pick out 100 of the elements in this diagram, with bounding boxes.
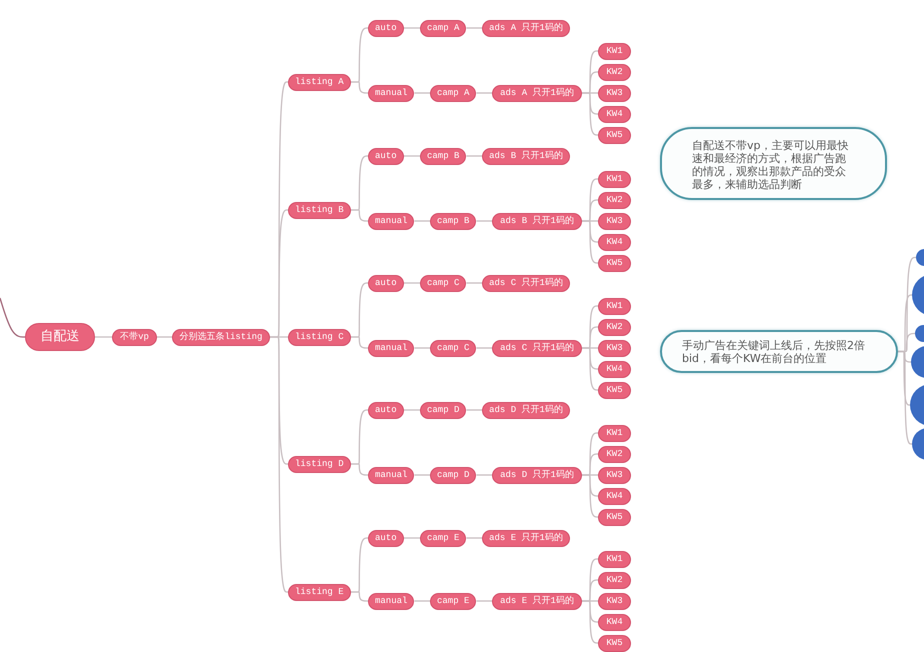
topic-node: listing C [288,328,351,346]
connector-line [466,282,482,284]
topic-node: camp D [420,402,466,418]
topic-node: KW3 [598,466,631,484]
topic-node: ads A 只开1码的 [482,20,570,36]
topic-node: KW2 [598,446,631,462]
connector-line [476,474,492,476]
topic-node: ads A 只开1码的 [492,84,582,102]
connector-line [0,298,25,338]
topic-node: KW3 [598,592,631,610]
topic-node: KW4 [598,614,631,630]
topic-node: camp A [430,84,476,102]
connector-line [582,474,598,518]
note-callout: 自配送不带vp，主要可以用最快速和最经济的方式，根据广告跑的情况，观察出那款产品的受众最多，来辅助选品判断 [660,127,887,200]
connector-line [350,336,368,349]
topic-node: KW4 [598,360,631,378]
connector-line [466,409,482,411]
topic-node: ads D 只开1码的 [482,402,570,418]
topic-node: camp C [420,274,466,292]
note-callout: 手动广告在关键词上线后，先按照2倍bid，看每个KW在前台的位置 [660,330,898,373]
topic-node: KW1 [598,550,631,568]
topic-node: camp E [420,530,466,546]
topic-node: KW3 [598,340,631,356]
topic-node: KW4 [598,234,631,250]
connector-line [404,27,420,29]
topic-node: manual [368,592,414,610]
connector-line [476,347,492,349]
connector-line [350,209,368,222]
topic-node: auto [368,530,404,546]
topic-node: KW5 [598,508,631,526]
topic-node: auto [368,20,404,36]
connector-line [898,350,912,445]
topic-node: manual [368,340,414,356]
connector-line [95,336,112,338]
topic-node: KW1 [598,42,631,60]
topic-node: KW2 [598,572,631,588]
topic-node: camp B [420,148,466,164]
topic-node: KW5 [598,382,631,398]
topic-node: KW5 [598,126,631,144]
connector-line [404,409,420,411]
topic-node: KW2 [598,192,631,208]
connector-line [157,336,172,338]
connector-line [582,600,598,644]
connector-line [414,92,430,94]
topic-node: ads C 只开1码的 [482,274,570,292]
connector-line [582,220,598,264]
connector-line [350,591,368,602]
topic-node: ads C 只开1码的 [492,340,582,356]
connector-line [466,537,482,539]
topic-node: manual [368,212,414,230]
topic-node: listing A [288,74,351,90]
topic-node: KW1 [598,424,631,442]
topic-node: KW4 [598,488,631,504]
topic-node: manual [368,84,414,102]
topic-node: camp E [430,592,476,610]
topic-node: ads E 只开1码的 [492,592,582,610]
topic-node: listing D [288,456,351,472]
topic-node: KW5 [598,254,631,272]
topic-node: ads E 只开1码的 [482,530,570,546]
topic-node: ads B 只开1码的 [492,212,582,230]
topic-node: ads D 只开1码的 [492,466,582,484]
topic-node: 不带vp [112,328,157,346]
topic-node: camp A [420,20,466,36]
connector-line [466,27,482,29]
connector-line [404,282,420,284]
connector-line [404,155,420,157]
connector-line [466,155,482,157]
connector-line [270,336,288,593]
topic-node: camp B [430,212,476,230]
topic-node: KW3 [598,212,631,230]
topic-node: manual [368,466,414,484]
topic-node: KW1 [598,298,631,314]
topic-node: auto [368,402,404,418]
connector-line [414,220,430,222]
connector-line [476,600,492,602]
topic-node: camp C [430,340,476,356]
central-topic: 自配送 [25,323,95,351]
topic-node: KW2 [598,318,631,336]
topic-node: camp D [430,466,476,484]
topic-node: listing B [288,202,351,218]
topic-node: KW3 [598,84,631,102]
connector-line [414,600,430,602]
topic-node: KW2 [598,64,631,80]
connector-line [350,81,368,94]
connector-line [582,92,598,136]
connector-line [350,463,368,476]
topic-node: auto [368,148,404,164]
connector-line [404,537,420,539]
topic-node: KW4 [598,106,631,122]
topic-node: ads B 只开1码的 [482,148,570,164]
connector-line [414,474,430,476]
topic-node: 分别选五条listing [172,328,270,346]
connector-line [414,347,430,349]
connector-line [476,92,492,94]
topic-node: KW5 [598,634,631,652]
connector-line [582,347,598,391]
topic-node: listing E [288,584,351,600]
connector-line [476,220,492,222]
topic-node: KW1 [598,170,631,188]
topic-node: auto [368,274,404,292]
